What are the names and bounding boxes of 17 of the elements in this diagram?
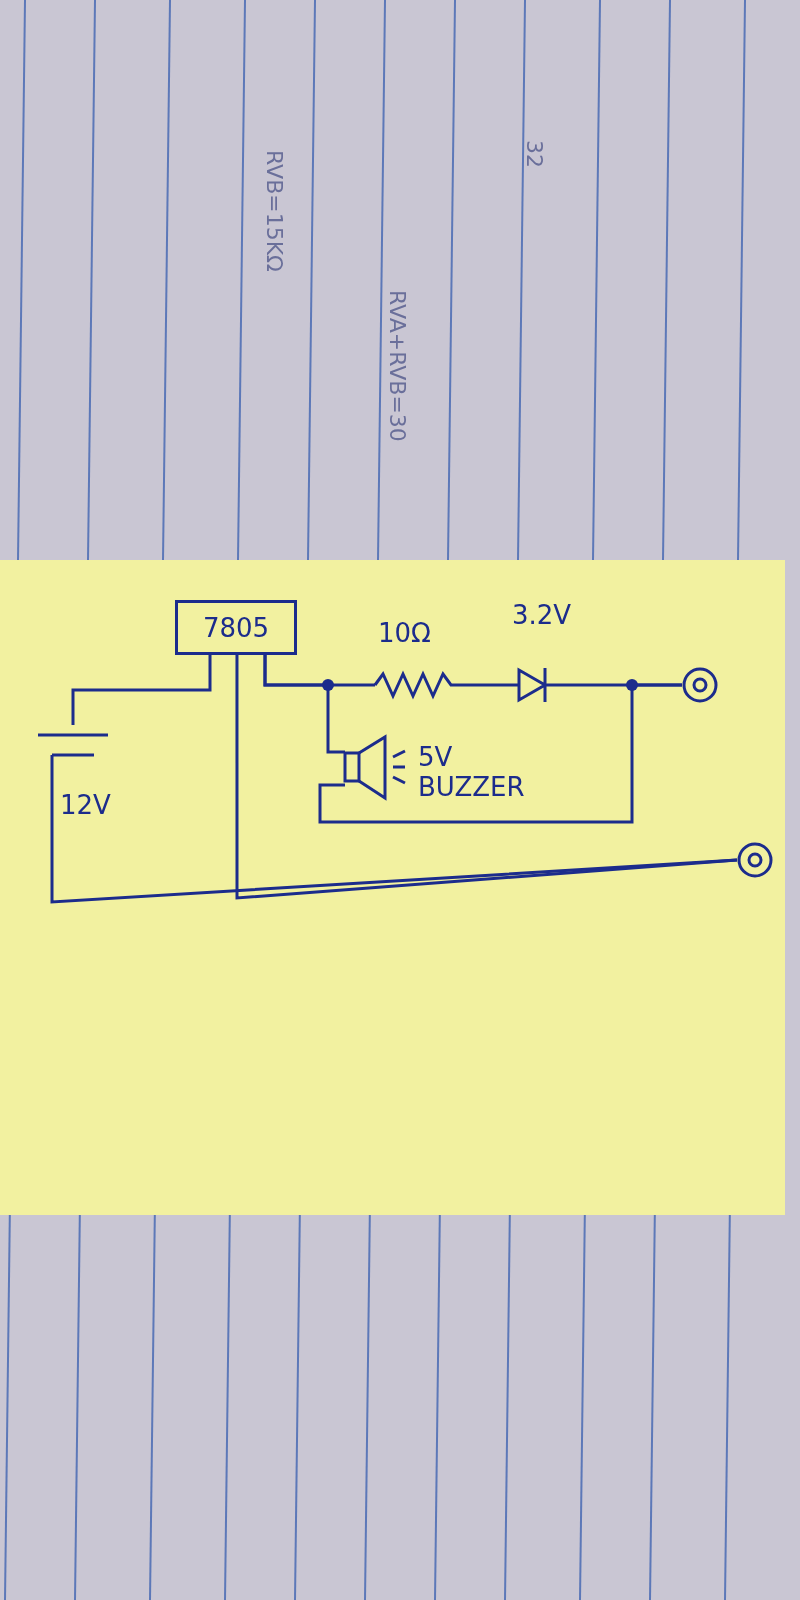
wire [460,683,505,687]
regulator-box: 7805 [175,600,297,655]
handwritten-note: RVA+RVB=30 [385,290,410,442]
resistor-symbol [375,672,460,698]
wire [263,655,345,754]
buzzer-symbol [345,735,405,800]
wire [71,655,212,725]
value-label: 5V BUZZER [418,742,526,802]
handwritten-note: RVB=15KΩ [262,150,287,272]
value-label: 10Ω [378,618,431,648]
terminal-symbol [737,842,773,878]
wire [318,683,682,824]
value-label: 12V [60,790,111,820]
wire [235,655,738,900]
terminal-symbol [682,667,718,703]
value-label: 3.2V [512,600,572,630]
handwritten-note: 32 [522,140,547,168]
